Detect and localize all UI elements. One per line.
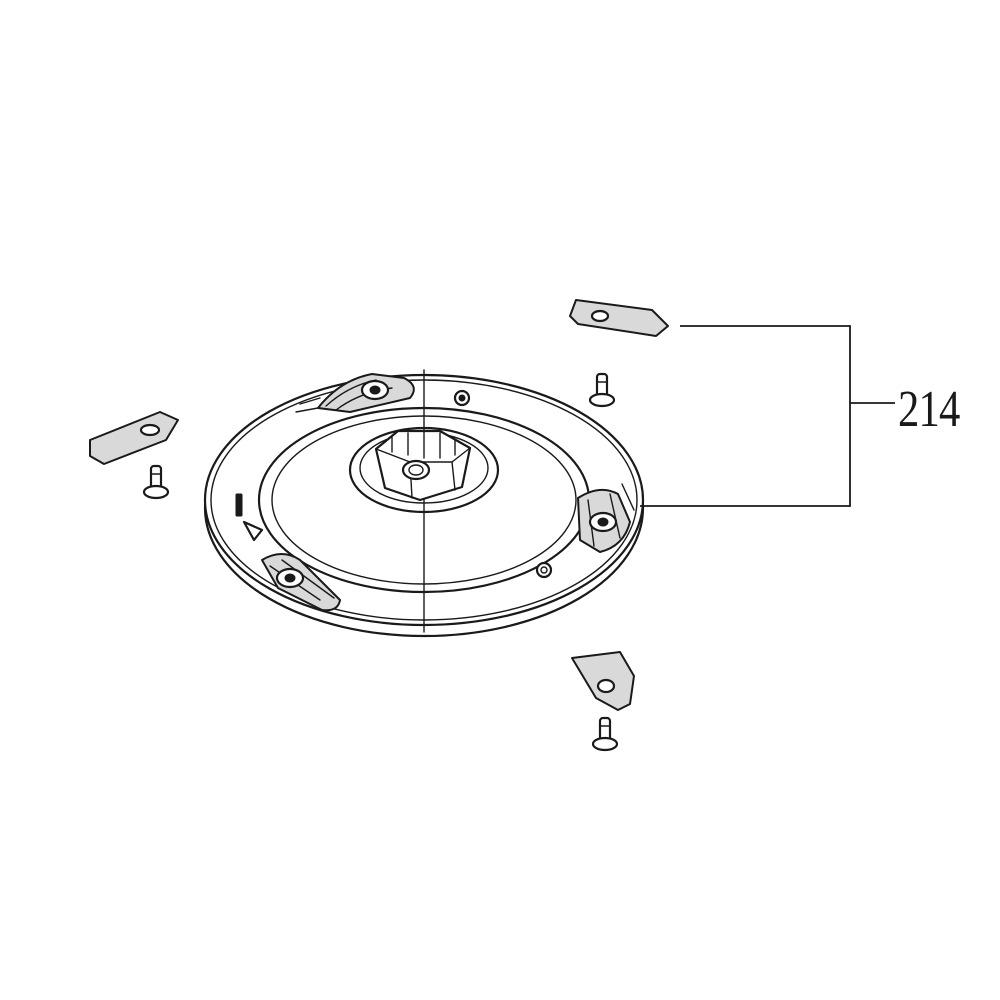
blade-left	[89, 411, 179, 465]
disc-screw-bottom	[535, 561, 553, 579]
callout-bracket	[640, 325, 895, 507]
rotation-arrow-marking	[235, 493, 264, 542]
screw-left	[142, 464, 170, 500]
disc-screw-top	[453, 389, 471, 407]
screw-top-right	[588, 372, 616, 408]
hex-hub	[374, 429, 472, 502]
blade-mount-top	[295, 373, 415, 413]
part-number-label: 214	[898, 381, 960, 438]
blade-mount-left	[261, 553, 341, 612]
screw-bottom	[591, 716, 619, 752]
blade-disc	[203, 369, 645, 638]
blade-mount-right	[577, 483, 635, 553]
blade-bottom	[571, 651, 635, 711]
blade-top-right	[569, 299, 669, 337]
